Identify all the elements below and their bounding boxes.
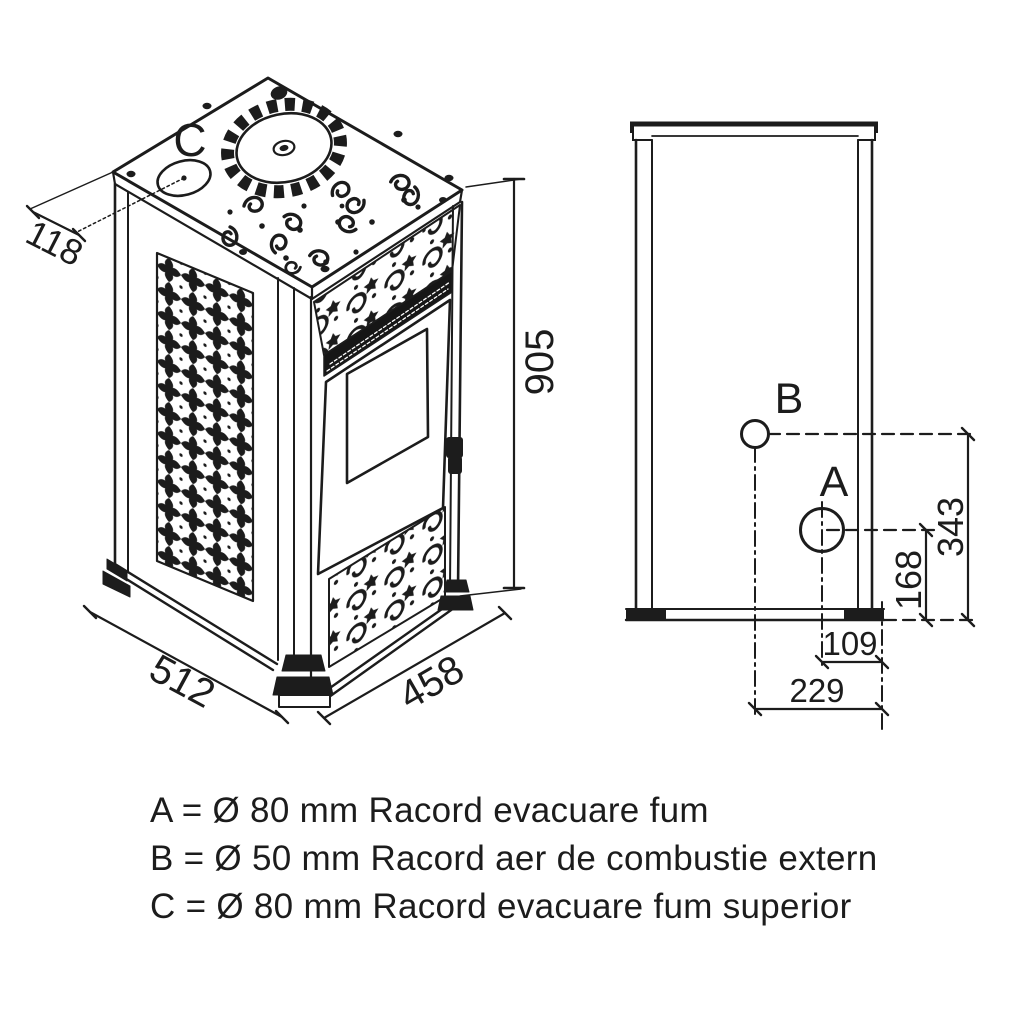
stove-feet — [102, 558, 474, 708]
rear-right-foot — [844, 609, 884, 620]
rear-left-foot — [626, 609, 666, 620]
dim-depth: 512 — [82, 604, 290, 725]
port-b-air-inlet — [740, 419, 770, 449]
isometric-view: C — [20, 76, 562, 726]
port-c-label: C — [173, 114, 206, 166]
dim-b-center-height: 343 — [930, 426, 976, 628]
front-air-grill — [323, 270, 453, 377]
door-window — [345, 327, 430, 485]
dim-top-hole-value: 118 — [20, 212, 90, 275]
body-edges — [113, 182, 464, 699]
rear-top-cap — [630, 121, 878, 141]
legend-line-a: A = Ø 80 mm Racord evacuare fum — [150, 791, 709, 830]
port-a-label: A — [820, 458, 849, 506]
dim-a-center-height: 168 — [888, 522, 934, 628]
legend: A = Ø 80 mm Racord evacuare fum B = Ø 50… — [150, 791, 878, 926]
dim-109-value: 109 — [822, 625, 877, 662]
side-lattice-panel — [155, 251, 255, 603]
top-plate-holes — [126, 102, 454, 273]
dim-343-value: 343 — [930, 497, 971, 557]
top-cooking-ring — [221, 97, 347, 199]
reference-lines — [754, 432, 978, 731]
legend-line-b: B = Ø 50 mm Racord aer de combustie exte… — [150, 839, 878, 878]
dim-b-side-offset: 229 — [747, 672, 890, 717]
dim-height: 905 — [459, 177, 562, 597]
dim-depth-value: 512 — [142, 646, 222, 717]
dim-229-value: 229 — [789, 672, 844, 709]
top-vent-hole — [270, 86, 288, 100]
port-b-label: B — [775, 375, 804, 423]
dim-168-value: 168 — [888, 550, 929, 610]
door-handle — [446, 437, 463, 474]
legend-line-c: C = Ø 80 mm Racord evacuare fum superior — [150, 887, 852, 926]
dim-a-side-offset: 109 — [814, 625, 890, 670]
dim-width-value: 458 — [392, 647, 472, 718]
dim-height-value: 905 — [518, 329, 562, 396]
top-plate-ornament — [220, 171, 424, 276]
rear-view: B A 343 168 109 — [624, 121, 978, 731]
